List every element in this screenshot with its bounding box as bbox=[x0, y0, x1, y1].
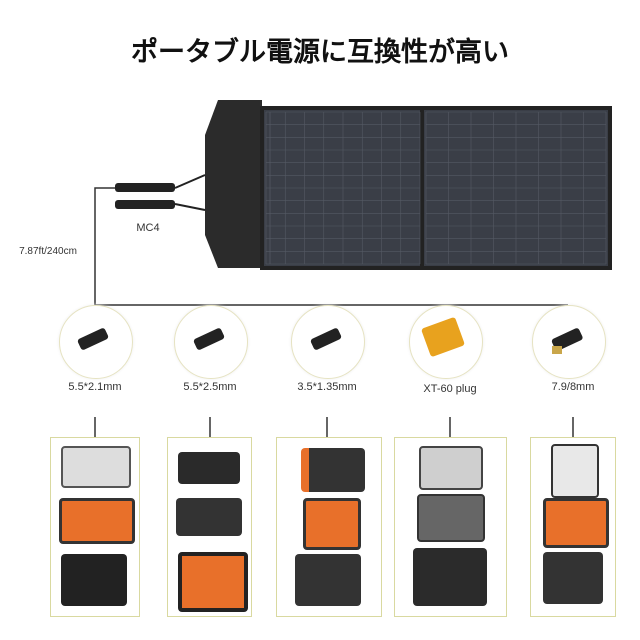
plug-dc-5525-icon bbox=[174, 305, 248, 379]
plug-label: 3.5*1.35mm bbox=[297, 381, 357, 393]
panel-flap bbox=[205, 100, 262, 268]
device-group-xt60 bbox=[394, 437, 507, 617]
mc4-label: MC4 bbox=[136, 222, 160, 234]
device-group-35135 bbox=[276, 437, 382, 617]
plug-xt60-icon bbox=[409, 305, 483, 379]
plug-dc-798-icon bbox=[532, 305, 606, 379]
plug-label: 5.5*2.1mm bbox=[68, 381, 122, 393]
device-group-5525 bbox=[167, 437, 252, 617]
page-title: ポータブル電源に互換性が高い bbox=[131, 37, 509, 68]
plug-dc-35135-icon bbox=[291, 305, 365, 379]
plug-dc-5521-icon bbox=[59, 305, 133, 379]
plug-label: 5.5*2.5mm bbox=[183, 381, 237, 393]
plug-label: 7.9/8mm bbox=[551, 381, 595, 393]
plug-label: XT-60 plug bbox=[423, 383, 477, 395]
cable-length-label: 7.87ft/240cm bbox=[19, 246, 77, 257]
device-group-5521 bbox=[50, 437, 140, 617]
device-group-798 bbox=[530, 437, 616, 617]
mc4-connector-icon bbox=[115, 174, 206, 211]
